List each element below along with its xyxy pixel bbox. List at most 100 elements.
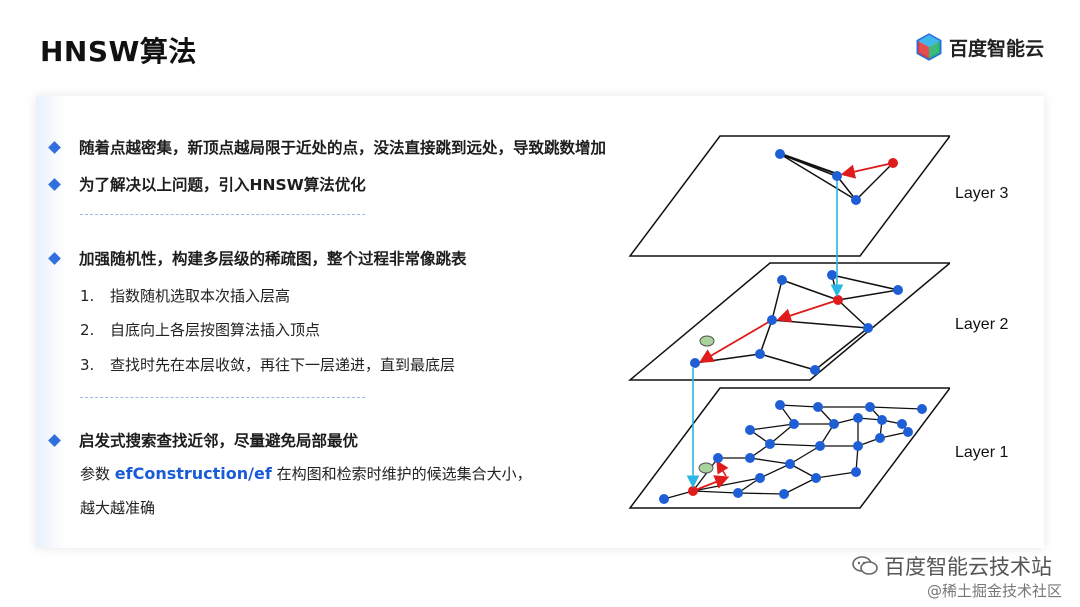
graph-edge xyxy=(781,279,839,301)
graph-node xyxy=(810,365,820,375)
graph-edge xyxy=(837,299,869,329)
dashed-divider xyxy=(80,397,365,398)
step-text: 指数随机选取本次插入层高 xyxy=(110,287,291,305)
step-item: 2. 自底向上各层按图算法插入顶点 xyxy=(80,319,320,340)
bullet-text: 加强随机性，构建多层级的稀疏图，整个过程非常像跳表 xyxy=(79,250,467,268)
step-number: 1. xyxy=(80,287,95,305)
graph-edge xyxy=(771,279,783,321)
diamond-bullet-icon xyxy=(48,433,61,447)
graph-node xyxy=(767,315,777,325)
graph-edge xyxy=(831,274,899,291)
param-suffix: 在构图和检索时维护的候选集合大小， xyxy=(271,465,532,483)
watermark-juejin: @稀土掘金技术社区 xyxy=(926,582,1062,600)
layer-1-label: Layer 1 xyxy=(955,444,1009,461)
step-number: 3. xyxy=(80,356,95,374)
graph-node xyxy=(917,404,927,414)
step-text: 自底向上各层按图算法插入顶点 xyxy=(110,321,321,339)
bullet-text: 随着点越密集，新顶点越局限于近处的点，没法直接跳到远处，导致跳数增加 xyxy=(79,139,607,157)
wechat-icon xyxy=(852,556,878,575)
bullet-item: 随着点越密集，新顶点越局限于近处的点，没法直接跳到远处，导致跳数增加 xyxy=(48,136,607,158)
search-path-arrow xyxy=(698,319,773,363)
graph-node xyxy=(827,270,837,280)
graph-edge xyxy=(855,162,894,201)
slide-title: HNSW算法 xyxy=(40,35,197,68)
graph-node xyxy=(690,358,700,368)
search-path-arrow xyxy=(776,299,839,323)
param-description: 参数 efConstruction/ef 在构图和检索时维护的候选集合大小， xyxy=(80,463,532,484)
step-item: 1. 指数随机选取本次插入层高 xyxy=(80,285,290,306)
graph-node xyxy=(785,459,795,469)
bullet-text: 为了解决以上问题，引入HNSW算法优化 xyxy=(79,176,366,194)
search-path-arrow xyxy=(716,460,729,477)
query-node xyxy=(699,335,715,347)
graph-node xyxy=(777,275,787,285)
graph-node xyxy=(897,419,907,429)
diamond-bullet-icon xyxy=(48,251,61,265)
graph-node xyxy=(813,402,823,412)
graph-edge xyxy=(749,423,795,431)
graph-node xyxy=(713,453,723,463)
graph-edge xyxy=(783,477,817,495)
bullet-item: 为了解决以上问题，引入HNSW算法优化 xyxy=(48,173,366,195)
graph-edge xyxy=(789,445,821,465)
graph-edge xyxy=(837,289,899,301)
graph-node xyxy=(865,402,875,412)
graph-edge xyxy=(759,319,773,355)
graph-edge xyxy=(759,463,791,479)
brand-name: 百度智能云 xyxy=(948,37,1044,60)
graph-node xyxy=(877,415,887,425)
graph-edge xyxy=(769,443,821,447)
graph-node xyxy=(779,489,789,499)
step-number: 2. xyxy=(80,321,95,339)
diamond-bullet-icon xyxy=(48,140,61,154)
bullet-item: 加强随机性，构建多层级的稀疏图，整个过程非常像跳表 xyxy=(48,247,467,269)
graph-node xyxy=(893,285,903,295)
graph-edge xyxy=(692,490,739,494)
graph-node xyxy=(815,441,825,451)
graph-edge xyxy=(779,404,819,408)
bullet-item: 启发式搜索查找近邻，尽量避免局部最优 xyxy=(48,429,359,451)
graph-node xyxy=(903,427,913,437)
graph-node xyxy=(811,473,821,483)
graph-node xyxy=(755,473,765,483)
graph-node xyxy=(745,453,755,463)
graph-node-entry xyxy=(688,486,698,496)
param-prefix: 参数 xyxy=(80,465,115,483)
graph-node xyxy=(851,467,861,477)
param-description-line2: 越大越准确 xyxy=(80,499,156,517)
dashed-divider xyxy=(80,214,365,215)
graph-node xyxy=(853,441,863,451)
graph-edge xyxy=(759,353,816,371)
graph-node xyxy=(765,439,775,449)
layer-2-label: Layer 2 xyxy=(955,316,1009,333)
query-node xyxy=(698,462,714,474)
graph-edge xyxy=(663,490,694,500)
graph-node xyxy=(853,413,863,423)
graph-node xyxy=(875,433,885,443)
step-item: 3.查找时先在本层收敛，再往下一层递进，直到最底层 xyxy=(80,354,455,375)
bullet-text: 启发式搜索查找近邻，尽量避免局部最优 xyxy=(79,432,359,450)
graph-edge xyxy=(836,175,857,201)
layer-3-label: Layer 3 xyxy=(955,185,1009,202)
graph-node xyxy=(829,419,839,429)
graph-node xyxy=(755,349,765,359)
graph-edge xyxy=(749,457,791,465)
graph-node xyxy=(659,494,669,504)
search-path-arrow xyxy=(692,475,730,492)
graph-edge xyxy=(779,153,837,177)
graph-node xyxy=(775,149,785,159)
layer-3-plane xyxy=(628,135,950,257)
cube-logo-icon xyxy=(916,33,942,61)
graph-edge xyxy=(737,492,785,495)
graph-node xyxy=(733,488,743,498)
layer-1-plane xyxy=(628,387,950,509)
graph-edge xyxy=(814,327,869,371)
graph-node-entry xyxy=(833,295,843,305)
graph-edge xyxy=(869,406,923,410)
graph-edge xyxy=(779,153,857,201)
param-highlight: efConstruction/ef xyxy=(114,464,272,483)
graph-node-entry xyxy=(888,158,898,168)
watermark-wechat: 百度智能云技术站 xyxy=(852,551,1052,581)
graph-node xyxy=(745,425,755,435)
watermark-text: 百度智能云技术站 xyxy=(884,555,1052,579)
